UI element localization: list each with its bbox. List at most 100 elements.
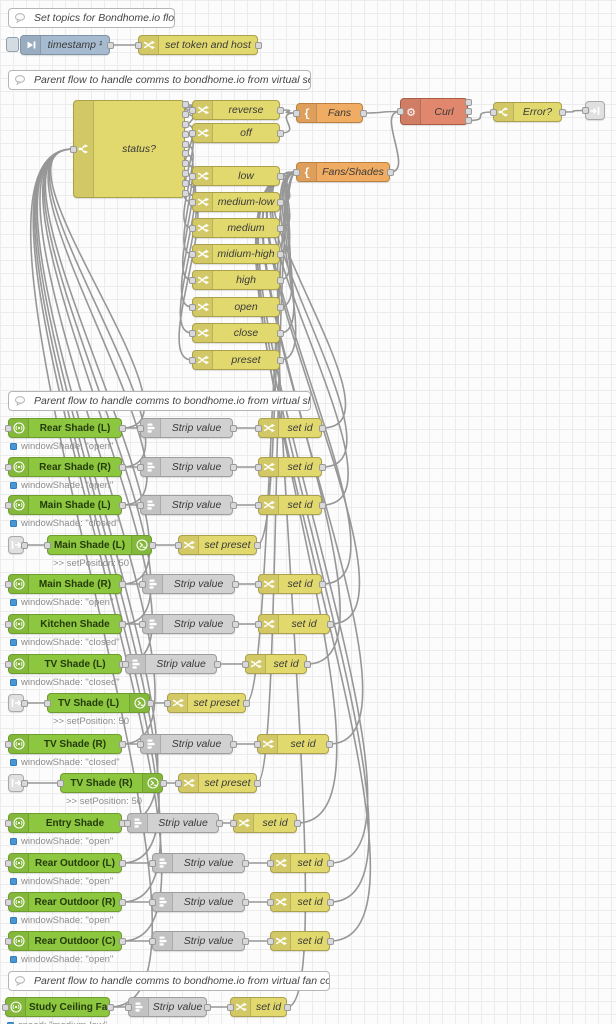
port-in[interactable]	[136, 424, 144, 432]
port-out[interactable]	[159, 779, 167, 787]
port-in[interactable]	[1, 1003, 9, 1011]
port-in[interactable]	[188, 356, 196, 364]
node-main-shade-l-set-preset[interactable]: set preset	[178, 535, 257, 555]
port-out[interactable]	[253, 541, 261, 549]
port-out[interactable]	[558, 108, 566, 116]
node-fans-shades[interactable]: {Fans/Shades	[296, 162, 390, 182]
port-out[interactable]	[325, 740, 333, 748]
port-out[interactable]	[213, 660, 221, 668]
port-in[interactable]	[56, 779, 64, 787]
port-out[interactable]	[181, 111, 189, 119]
wire[interactable]	[279, 171, 297, 308]
port-out[interactable]	[283, 1003, 291, 1011]
wire[interactable]	[254, 171, 372, 942]
port-out[interactable]	[241, 859, 249, 867]
node-rear-outdoor-r-strip[interactable]: Strip value	[152, 892, 245, 912]
port-out[interactable]	[148, 541, 156, 549]
port-out[interactable]	[231, 620, 239, 628]
wire[interactable]	[467, 111, 494, 122]
port-in[interactable]	[266, 937, 274, 945]
node-entry-shade-set-id[interactable]: set id	[233, 813, 297, 833]
port-out[interactable]	[229, 463, 237, 471]
port-in[interactable]	[148, 859, 156, 867]
port-out[interactable]	[118, 740, 126, 748]
node-tv-shade-l-set-preset[interactable]: set preset	[167, 693, 246, 713]
node-entry-shade[interactable]: Entry Shade	[8, 813, 122, 833]
node-rear-outdoor-c[interactable]: Rear Outdoor (C)	[8, 931, 122, 951]
port-in[interactable]	[254, 501, 262, 509]
port-in[interactable]	[4, 620, 12, 628]
comment-c1[interactable]: Set topics for Bondhome.io flow	[8, 8, 175, 28]
port-out[interactable]	[215, 819, 223, 827]
node-main-shade-l-set-id[interactable]: set id	[258, 495, 322, 515]
node-main-shade-l-preset[interactable]: Main Shade (L)	[47, 535, 152, 555]
node-rear-outdoor-r-set-id[interactable]: set id	[270, 892, 330, 912]
port-out[interactable]	[303, 660, 311, 668]
node-tv-shade-r-set-id[interactable]: set id	[257, 734, 329, 754]
wire[interactable]	[279, 112, 297, 134]
node-rear-outdoor-l[interactable]: Rear Outdoor (L)	[8, 853, 122, 873]
port-out[interactable]	[20, 541, 28, 549]
node-main-shade-r-set-id[interactable]: set id	[258, 574, 322, 594]
port-out[interactable]	[276, 224, 284, 232]
port-out[interactable]	[118, 463, 126, 471]
port-in[interactable]	[241, 660, 249, 668]
wire[interactable]	[269, 171, 349, 506]
node-tv-shade-l-set-id[interactable]: set id	[245, 654, 307, 674]
node-tv-shade-r-strip[interactable]: Strip value	[140, 734, 233, 754]
node-curl[interactable]: ⚙Curl	[400, 98, 468, 125]
node-rear-shade-r-set-id[interactable]: set id	[258, 457, 322, 477]
port-in[interactable]	[188, 303, 196, 311]
port-out[interactable]	[326, 620, 334, 628]
wire[interactable]	[256, 171, 370, 903]
node-link-out[interactable]	[585, 101, 605, 120]
port-out[interactable]	[386, 168, 394, 176]
node-set-token-and-host[interactable]: set token and host	[138, 35, 258, 55]
port-out[interactable]	[231, 580, 239, 588]
port-in[interactable]	[254, 424, 262, 432]
port-in[interactable]	[188, 329, 196, 337]
node-close[interactable]: close	[192, 323, 280, 343]
port-in[interactable]	[292, 168, 300, 176]
port-out[interactable]	[118, 424, 126, 432]
port-in[interactable]	[292, 109, 300, 117]
port-in[interactable]	[254, 463, 262, 471]
node-kitchen-shade[interactable]: Kitchen Shade	[8, 614, 122, 634]
port-out[interactable]	[326, 937, 334, 945]
port-out[interactable]	[318, 424, 326, 432]
node-reverse[interactable]: reverse	[192, 100, 280, 120]
port-out[interactable]	[181, 121, 189, 128]
node-study-ceiling-fan[interactable]: Study Ceiling Fan	[5, 997, 110, 1017]
port-out[interactable]	[241, 937, 249, 945]
port-in[interactable]	[43, 699, 51, 707]
port-out[interactable]	[118, 501, 126, 509]
node-error-switch[interactable]: Error?	[493, 102, 562, 122]
port-in[interactable]	[188, 250, 196, 258]
port-in[interactable]	[174, 541, 182, 549]
node-kitchen-shade-strip[interactable]: Strip value	[142, 614, 235, 634]
inject-button[interactable]	[6, 37, 19, 52]
port-in[interactable]	[138, 580, 146, 588]
port-in[interactable]	[4, 937, 12, 945]
comment-c3[interactable]: Parent flow to handle comms to bondhome.…	[8, 391, 311, 411]
port-in[interactable]	[4, 740, 12, 748]
wire[interactable]	[39, 148, 156, 745]
node-fans[interactable]: {Fans	[296, 103, 363, 123]
node-rear-shade-r-strip[interactable]: Strip value	[140, 457, 233, 477]
node-rear-shade-r[interactable]: Rear Shade (R)	[8, 457, 122, 477]
port-out[interactable]	[203, 1003, 211, 1011]
port-out[interactable]	[464, 108, 472, 115]
port-out[interactable]	[276, 129, 284, 137]
node-tv-shade-r-preset[interactable]: TV Shade (R)	[60, 773, 163, 793]
port-out[interactable]	[276, 276, 284, 284]
node-tv-shade-l-preset[interactable]: TV Shade (L)	[47, 693, 150, 713]
port-out[interactable]	[326, 859, 334, 867]
port-in[interactable]	[188, 129, 196, 137]
port-out[interactable]	[318, 463, 326, 471]
node-rear-outdoor-l-strip[interactable]: Strip value	[152, 853, 245, 873]
node-study-ceiling-fan-strip[interactable]: Strip value	[128, 997, 207, 1017]
port-out[interactable]	[276, 198, 284, 206]
wire[interactable]	[389, 110, 401, 173]
port-out[interactable]	[318, 580, 326, 588]
port-in[interactable]	[148, 898, 156, 906]
